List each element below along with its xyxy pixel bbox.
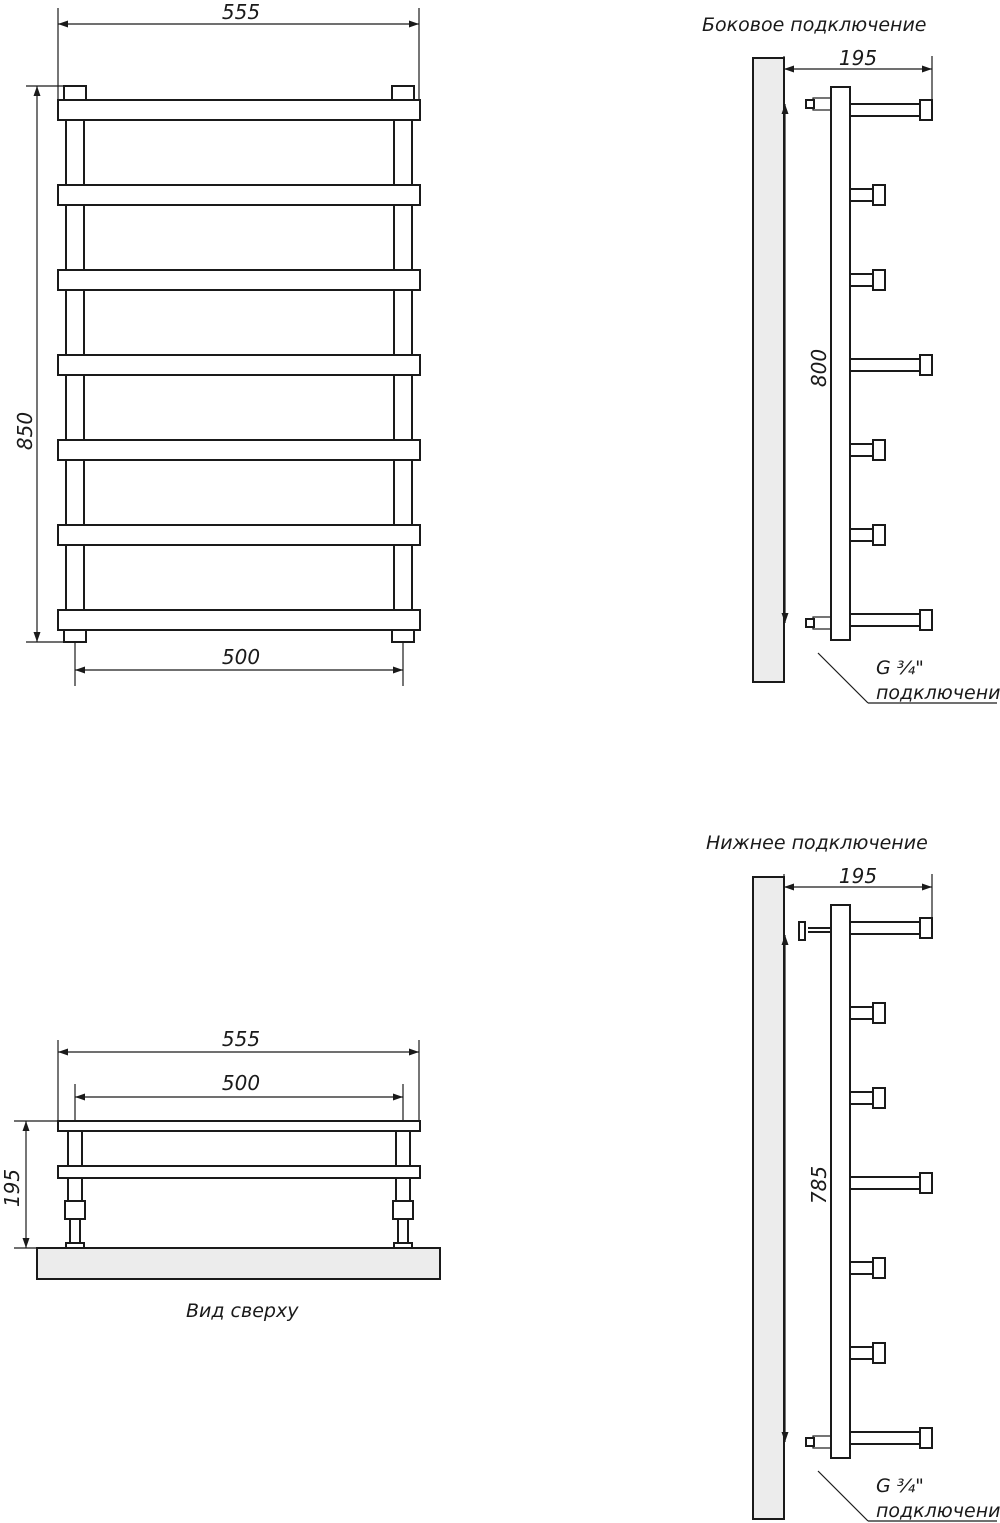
front-rung — [57, 609, 421, 631]
dim-height-side: 800 — [807, 349, 831, 387]
side-rung-end-cap — [872, 1257, 886, 1279]
top-view-caption: Вид сверху — [186, 1300, 299, 1322]
side-wall — [752, 57, 785, 683]
side-rung-end-cap — [919, 917, 933, 939]
bottom-wall — [752, 876, 785, 1520]
bottom-vertical-bar — [830, 904, 851, 1459]
side-rung-end-cap — [919, 1172, 933, 1194]
front-rung — [57, 99, 421, 121]
front-rung — [57, 354, 421, 376]
side-rungs — [849, 99, 933, 631]
side-rung-short — [849, 1091, 876, 1105]
side-rung-short — [849, 273, 876, 287]
front-rung — [57, 269, 421, 291]
side-connection-label: подключение — [876, 682, 1000, 704]
dim-width-outer: 555 — [222, 1027, 260, 1051]
side-rung-end-cap — [872, 524, 886, 546]
dim-height-bottom: 785 — [807, 1166, 831, 1204]
side-rung-end-cap — [872, 1087, 886, 1109]
side-rung-end-cap — [872, 439, 886, 461]
top-view-second-bar — [57, 1165, 421, 1179]
side-rung-long — [849, 1176, 923, 1190]
side-thread-label: G ¾" — [876, 657, 924, 679]
side-rung-end-cap — [872, 1342, 886, 1364]
dim-width-bottom: 500 — [222, 645, 260, 669]
side-rung-end-cap — [872, 1002, 886, 1024]
bottom-connection-title: Нижнее подключение — [706, 832, 928, 854]
dim-height: 850 — [13, 412, 37, 450]
side-rung-short — [849, 1006, 876, 1020]
side-rung-end-cap — [919, 609, 933, 631]
side-rung-end-cap — [919, 99, 933, 121]
side-rung-end-cap — [872, 269, 886, 291]
side-rung-end-cap — [919, 1427, 933, 1449]
side-rung-long — [849, 1431, 923, 1445]
dim-width-inner: 500 — [222, 1071, 260, 1095]
front-rung — [57, 524, 421, 546]
side-rung-long — [849, 613, 923, 627]
top-view-front-bar — [57, 1120, 421, 1132]
side-connection-view: Боковое подключение 195 800 G ¾" подключ… — [702, 14, 1000, 704]
side-rung-short — [849, 1261, 876, 1275]
side-rung-short — [849, 188, 876, 202]
right-top-cap — [391, 85, 415, 101]
side-rung-end-cap — [872, 184, 886, 206]
front-rungs — [57, 99, 421, 631]
front-rung — [57, 439, 421, 461]
side-rung-short — [849, 1346, 876, 1360]
side-rung-long — [849, 921, 923, 935]
side-rung-long — [849, 103, 923, 117]
dim-depth-top: 195 — [0, 1169, 24, 1207]
side-rung-long — [849, 358, 923, 372]
front-view: 555 850 500 — [13, 0, 421, 686]
side-rung-end-cap — [919, 354, 933, 376]
dim-depth-bottom: 195 — [839, 864, 877, 888]
front-rung — [57, 184, 421, 206]
side-vertical-bar — [830, 86, 851, 641]
bottom-connection-label: подключение — [876, 1500, 1000, 1522]
side-connection-title: Боковое подключение — [702, 14, 926, 36]
side-rung-short — [849, 528, 876, 542]
top-view-wall — [36, 1247, 441, 1280]
bottom-connection-view: Нижнее подключение 195 785 G ¾" подключе… — [706, 832, 1000, 1522]
top-view: 555 500 195 Вид сверху — [0, 1027, 441, 1322]
bottom-thread-label: G ¾" — [876, 1475, 924, 1497]
dim-depth-side: 195 — [839, 46, 877, 70]
bottom-rungs — [849, 917, 933, 1449]
dim-width-top: 555 — [222, 0, 260, 24]
left-top-cap — [63, 85, 87, 101]
side-rung-short — [849, 443, 876, 457]
